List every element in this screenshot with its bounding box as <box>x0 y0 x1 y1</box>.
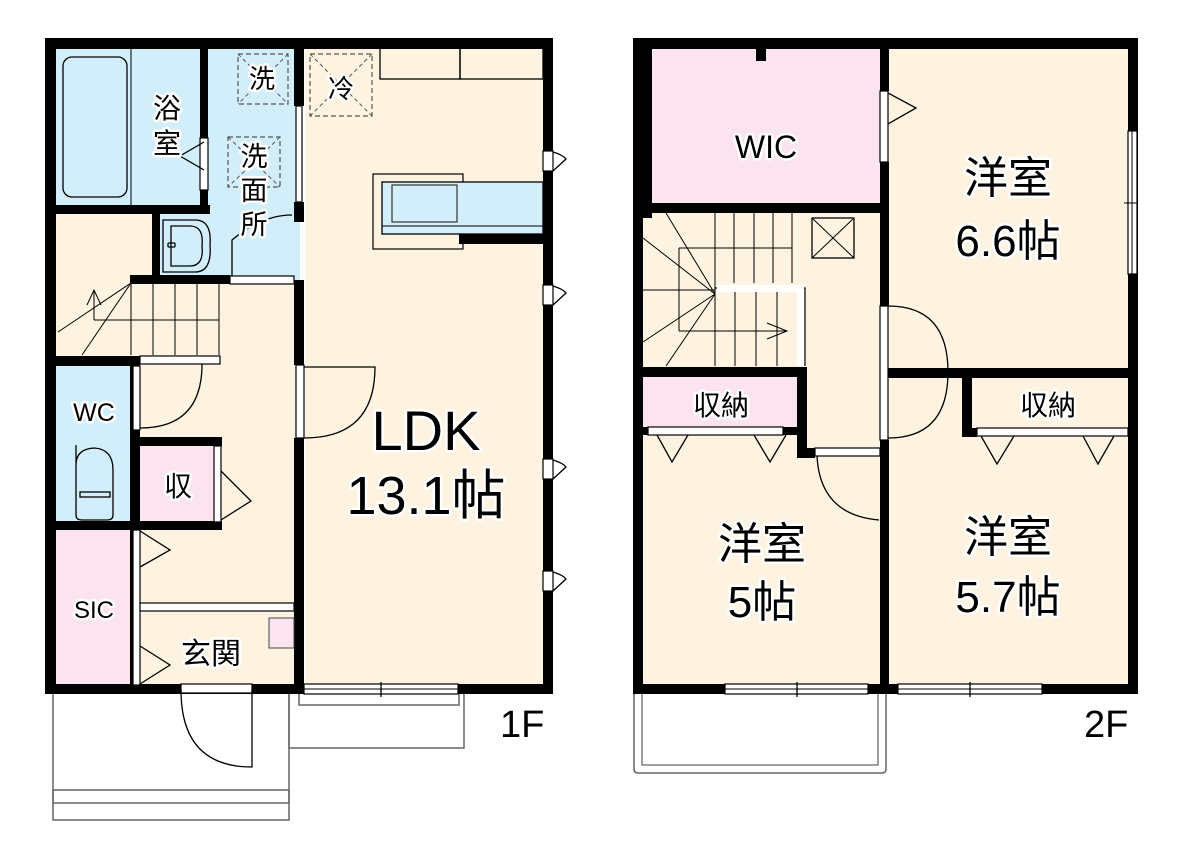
bathtub-icon <box>62 56 128 198</box>
label-western-room-2-size: 5帖 <box>728 578 796 627</box>
room-fill-western-room-2 <box>643 430 880 685</box>
room-fill-sic <box>55 530 131 685</box>
label-washroom-char-1: 洗 <box>241 142 268 173</box>
room-fill-storage <box>140 445 215 522</box>
label-washer: 洗 <box>249 65 275 95</box>
walls-2f <box>633 38 1138 694</box>
washbasin-icon <box>162 219 211 273</box>
floor-1f: 浴 室 洗 冷 洗 面 所 WC 収 SIC 玄関 LDK 13.1帖 1F <box>45 38 567 821</box>
label-wc: WC <box>73 399 115 427</box>
balcony <box>633 694 887 774</box>
label-wic: WIC <box>735 129 797 165</box>
label-bath-char-2: 室 <box>153 127 181 160</box>
staircase-1f <box>57 282 220 356</box>
doors-windows-1f <box>132 105 567 768</box>
label-western-room-2: 洋室 <box>718 519 806 570</box>
label-fridge: 冷 <box>328 75 354 105</box>
room-fill-wic <box>651 48 880 210</box>
floor-label-1f: 1F <box>500 704 544 746</box>
doors-windows-2f <box>647 90 1138 697</box>
room-fill-western-room-1 <box>888 48 1128 373</box>
label-bath-char-1: 浴 <box>153 92 181 125</box>
label-ldk: LDK <box>372 399 481 462</box>
porch <box>52 689 465 821</box>
label-closet-right: 収納 <box>1020 389 1076 422</box>
label-closet-left: 収納 <box>693 389 749 422</box>
label-ldk-size: 13.1帖 <box>346 466 505 526</box>
label-washroom-char-2: 面 <box>241 176 268 207</box>
shoe-cabinet <box>268 617 295 649</box>
floor-2f: WIC 洋室 6.6帖 収納 収納 洋室 5帖 洋室 5.7帖 2F <box>633 38 1138 774</box>
room-fill-hall-2f <box>806 213 880 458</box>
skylight-icon <box>811 217 855 259</box>
label-entrance: 玄関 <box>181 637 241 672</box>
fridge-space-icon <box>309 53 373 117</box>
label-storage: 収 <box>164 470 192 503</box>
label-western-room-3-size: 5.7帖 <box>955 573 1060 622</box>
label-western-room-1: 洋室 <box>964 153 1052 204</box>
toilet-icon <box>75 444 114 521</box>
label-sic: SIC <box>74 597 114 624</box>
label-western-room-1-size: 6.6帖 <box>955 217 1060 266</box>
sink-icon <box>391 184 458 223</box>
room-fill-closet-left <box>643 377 798 427</box>
label-washroom-char-3: 所 <box>241 210 268 241</box>
floor-label-2f: 2F <box>1084 704 1128 746</box>
vanity-space-icon <box>227 136 281 188</box>
staircase-2f <box>642 212 806 367</box>
washer-space-icon <box>237 53 289 105</box>
label-western-room-3: 洋室 <box>964 512 1052 563</box>
